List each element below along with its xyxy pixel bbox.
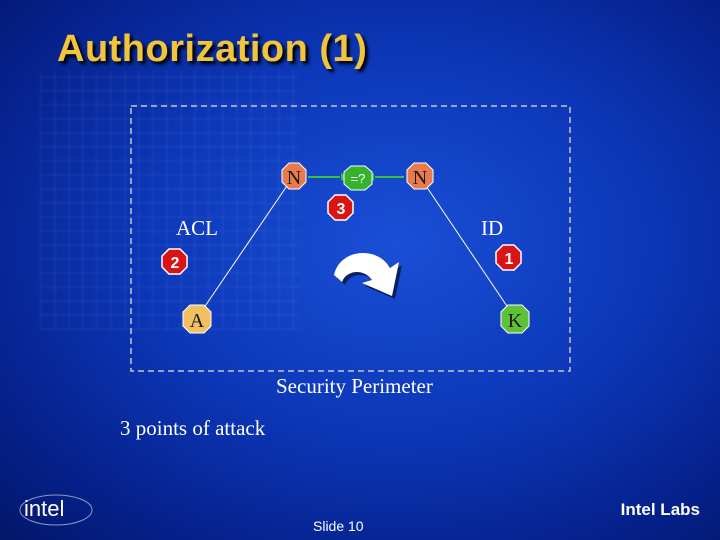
node-a-label: A (190, 310, 205, 332)
marker-2-label: 2 (171, 255, 180, 272)
node-n-left-label: N (287, 167, 301, 189)
id-label: ID (481, 216, 503, 240)
attack-points-label: 3 points of attack (120, 416, 266, 440)
marker-3-shape (327, 194, 354, 221)
intel-logo-swoosh (19, 494, 93, 526)
node-k-shape (500, 304, 530, 334)
node-a-shape (182, 304, 212, 334)
marker-3: 3 (327, 194, 354, 221)
node-n-right: N (406, 162, 434, 190)
node-n-left-shape (281, 162, 307, 190)
slide-title: Authorization (1) (57, 28, 368, 70)
node-n-right-shape (406, 162, 434, 190)
node-compare-label: =? (351, 171, 366, 186)
node-a: A (182, 304, 212, 334)
marker-1: 1 (495, 244, 522, 271)
footer-brand: Intel Labs (620, 500, 700, 519)
curved-arrow-shape (334, 252, 399, 296)
intel-logo-icon: intel (19, 494, 93, 526)
line-k-to-n-right (419, 176, 516, 319)
marker-2-shape (161, 248, 188, 275)
node-k-label: K (508, 310, 523, 332)
node-compare-shape (343, 165, 373, 191)
node-compare: =? (343, 165, 373, 191)
node-k: K (500, 304, 530, 334)
curved-arrow-icon (334, 252, 402, 299)
acl-label: ACL (176, 216, 218, 240)
slide-number: Slide 10 (313, 518, 364, 534)
marker-1-label: 1 (505, 251, 514, 268)
marker-3-label: 3 (337, 201, 346, 218)
intel-logo-text: intel (24, 496, 64, 521)
line-a-to-n-left (196, 176, 294, 319)
node-n-right-label: N (413, 167, 427, 189)
security-perimeter-box (130, 105, 571, 372)
security-perimeter-label: Security Perimeter (276, 374, 433, 398)
node-n-left: N (281, 162, 307, 190)
marker-2: 2 (161, 248, 188, 275)
marker-1-shape (495, 244, 522, 271)
